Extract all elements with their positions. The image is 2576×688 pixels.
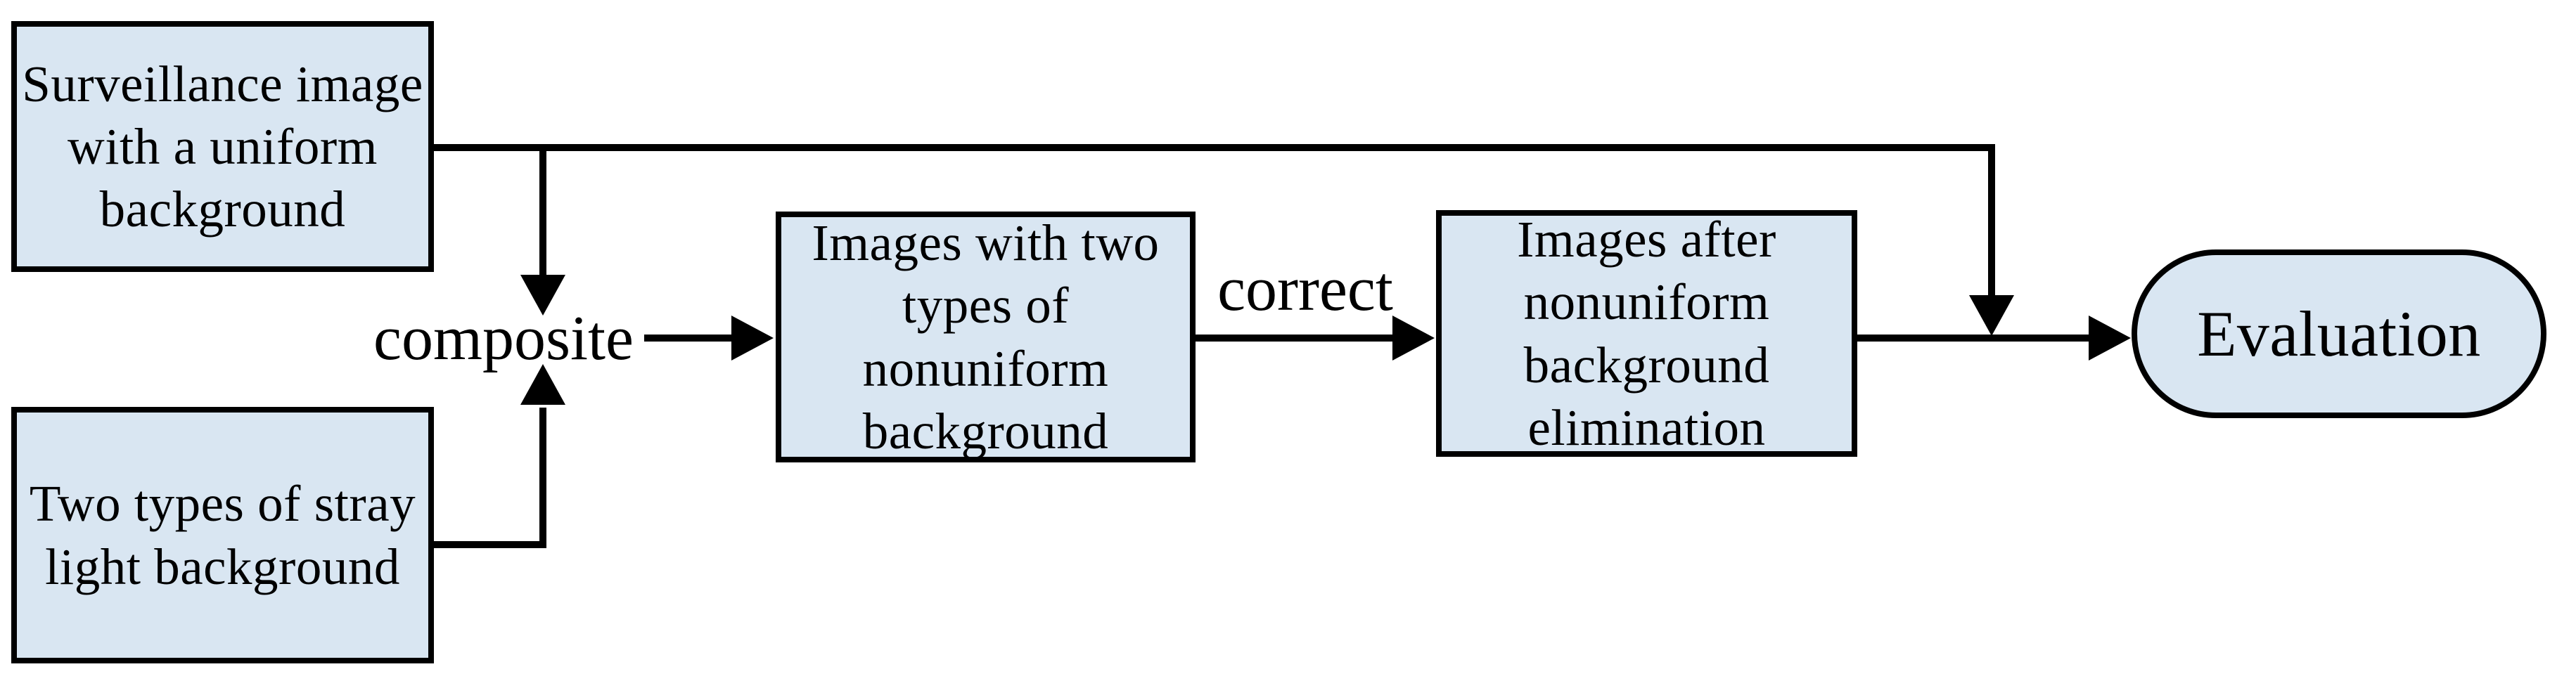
edge-straylight-to-composite — [433, 408, 546, 548]
arrowhead-up-composite-icon — [520, 364, 565, 405]
arrowhead-down-composite-icon — [520, 275, 565, 316]
arrowhead-right-evaluation-icon — [2089, 316, 2131, 361]
arrowhead-right-eliminated-icon — [1392, 316, 1435, 361]
edge-surveillance-to-evaluation — [433, 144, 1995, 297]
arrowhead-down-evaluation-junction-icon — [1969, 295, 2014, 336]
node-evaluation-label: Evaluation — [2197, 298, 2481, 370]
arrowhead-right-nonuniform-icon — [731, 316, 774, 361]
node-evaluation: Evaluation — [2132, 249, 2546, 418]
edge-label-correct: correct — [1217, 254, 1393, 324]
edge-label-composite: composite — [373, 304, 634, 373]
